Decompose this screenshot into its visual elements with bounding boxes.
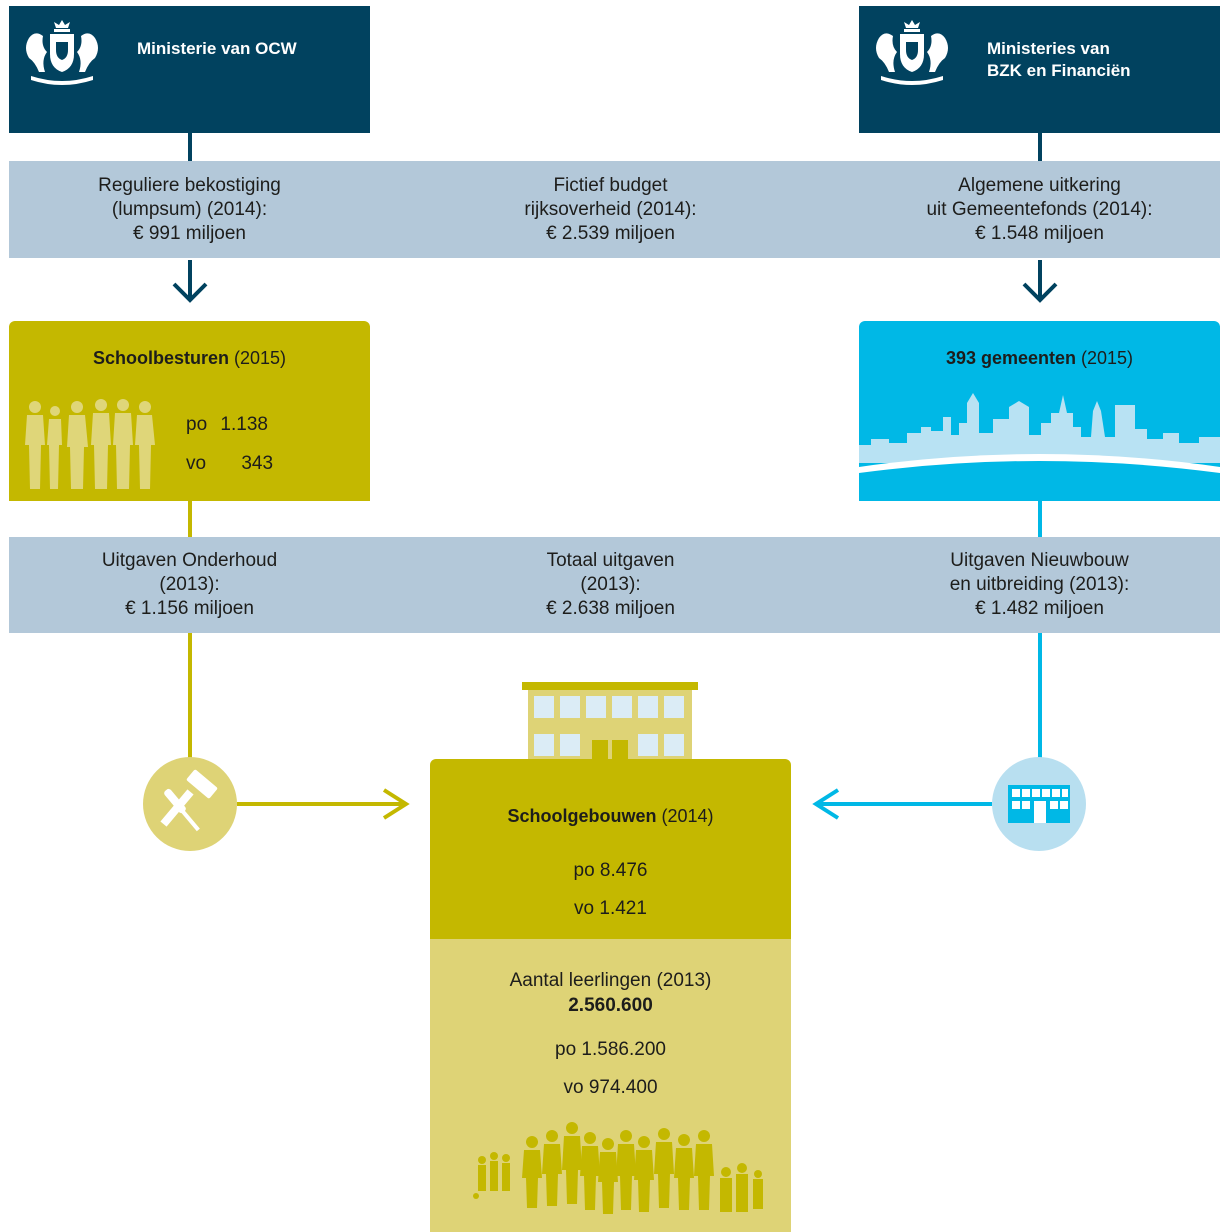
gemeenten-title-year: (2015) — [1081, 348, 1134, 368]
band-top-center-line2: rijksoverheid (2014): — [524, 199, 697, 220]
schoolbesturen-vo-value: 343 — [241, 453, 274, 474]
connector-nieuwbouw — [1038, 633, 1042, 763]
band-top-left-line2: (lumpsum) (2014): — [111, 199, 268, 220]
schoolgebouwen-title: Schoolgebouwen (2014) — [430, 806, 791, 827]
arrow-down-icon — [172, 260, 208, 303]
ministry-bzk-label-line2: BZK en Financiën — [987, 61, 1131, 80]
band-top-right-line1: Algemene uitkering — [958, 175, 1121, 196]
schoolgebouwen-box: Schoolgebouwen (2014) po 8.476 vo 1.421 — [430, 759, 791, 939]
schoolgebouwen-title-name: Schoolgebouwen — [507, 806, 657, 826]
ministry-bzk-label: Ministeries van BZK en Financiën — [987, 38, 1131, 82]
band-top-left-line1: Reguliere bekostiging — [98, 175, 281, 196]
arrow-down-icon — [1022, 260, 1058, 303]
arrow-nieuwbouw-line — [818, 802, 992, 806]
schoolbesturen-title: Schoolbesturen (2015) — [9, 348, 370, 369]
band-top-right: Algemene uitkering uit Gemeentefonds (20… — [859, 174, 1220, 246]
band-bottom-center-line3: € 2.638 miljoen — [546, 598, 675, 619]
schoolbesturen-title-name: Schoolbesturen — [92, 348, 229, 368]
schoolbesturen-po-value: 1.138 — [220, 414, 268, 435]
hammer-screwdriver-icon — [160, 769, 218, 832]
people-silhouette-icon — [25, 399, 155, 489]
building-icon — [1008, 785, 1070, 823]
band-bottom-right: Uitgaven Nieuwbouw en uitbreiding (2013)… — [859, 549, 1220, 621]
leerlingen-box: Aantal leerlingen (2013) 2.560.600 po 1.… — [430, 939, 791, 1232]
band-bottom-left: Uitgaven Onderhoud (2013): € 1.156 miljo… — [9, 549, 370, 621]
leerlingen-po: po 1.586.200 — [555, 1039, 666, 1060]
leerlingen-total: 2.560.600 — [430, 995, 791, 1017]
coat-of-arms-icon — [876, 20, 948, 85]
connector-bzk — [1038, 133, 1042, 161]
connector-gemeenten — [1038, 501, 1042, 537]
band-top-left-line3: € 991 miljoen — [132, 223, 247, 244]
gemeenten-title-name: 393 gemeenten — [945, 348, 1076, 368]
connector-schoolbesturen — [188, 501, 192, 537]
schoolbesturen-box: Schoolbesturen (2015) po 1.138 vo 343 — [9, 321, 370, 501]
coat-of-arms-icon — [26, 20, 98, 85]
schoolbesturen-po-label: po — [186, 414, 208, 435]
band-bottom-left-line1: Uitgaven Onderhoud — [101, 550, 278, 571]
gemeenten-box: 393 gemeenten (2015) — [859, 321, 1220, 501]
ministry-bzk-label-line1: Ministeries van — [987, 39, 1110, 58]
connector-ocw — [188, 133, 192, 161]
schoolgebouwen-title-year: (2014) — [661, 806, 714, 826]
ministry-ocw-label: Ministerie van OCW — [137, 39, 297, 58]
maintenance-tools-icon — [143, 757, 237, 851]
ministry-ocw-box: Ministerie van OCW — [9, 6, 370, 133]
schoolbesturen-po: po 1.138 — [186, 414, 268, 436]
ministry-bzk-box: Ministeries van BZK en Financiën — [859, 6, 1220, 133]
spending-band — [9, 537, 1220, 633]
band-bottom-center-line2: (2013): — [580, 574, 641, 595]
band-bottom-left-line3: € 1.156 miljoen — [125, 598, 254, 619]
band-bottom-left-line2: (2013): — [159, 574, 220, 595]
gemeenten-title: 393 gemeenten (2015) — [859, 348, 1220, 369]
arrow-left-icon — [812, 788, 840, 820]
leerlingen-vo: vo 974.400 — [563, 1077, 658, 1098]
arrow-onderhoud-line — [237, 802, 405, 806]
band-top-center-line1: Fictief budget — [553, 175, 668, 196]
arrow-right-icon — [382, 788, 410, 820]
band-top-center: Fictief budget rijksoverheid (2014): € 2… — [430, 174, 791, 246]
leerlingen-total-value: 2.560.600 — [568, 995, 653, 1016]
band-top-right-line2: uit Gemeentefonds (2014): — [926, 199, 1153, 220]
band-top-left: Reguliere bekostiging (lumpsum) (2014): … — [9, 174, 370, 246]
connector-onderhoud — [188, 633, 192, 763]
students-crowd-icon — [473, 1122, 763, 1214]
school-building-icon — [522, 682, 698, 772]
band-bottom-right-line1: Uitgaven Nieuwbouw — [950, 550, 1129, 571]
leerlingen-title: Aantal leerlingen (2013) — [509, 970, 712, 991]
band-bottom-right-line2: en uitbreiding (2013): — [949, 574, 1130, 595]
schoolgebouwen-po: po 8.476 — [573, 860, 648, 881]
schoolgebouwen-vo: vo 1.421 — [574, 898, 647, 919]
schoolbesturen-vo-label: vo — [186, 453, 207, 474]
schoolbesturen-vo: vo 343 — [186, 453, 273, 475]
band-bottom-right-line3: € 1.482 miljoen — [975, 598, 1104, 619]
band-bottom-center: Totaal uitgaven (2013): € 2.638 miljoen — [430, 549, 791, 621]
city-skyline-icon — [859, 393, 1220, 501]
band-bottom-center-line1: Totaal uitgaven — [546, 550, 675, 571]
band-top-right-line3: € 1.548 miljoen — [975, 223, 1104, 244]
funding-band — [9, 161, 1220, 258]
schoolbesturen-title-year: (2015) — [234, 348, 287, 368]
band-top-center-line3: € 2.539 miljoen — [546, 223, 675, 244]
new-building-icon — [992, 757, 1086, 851]
